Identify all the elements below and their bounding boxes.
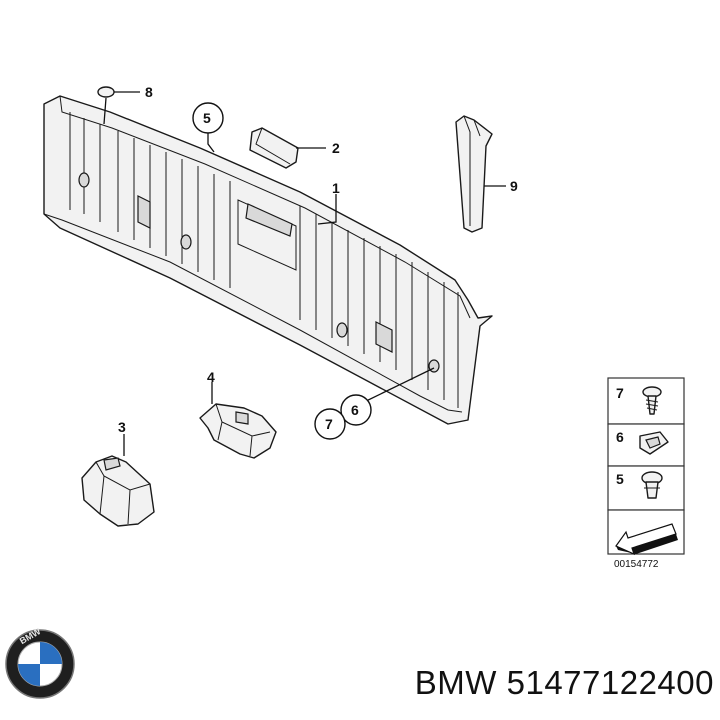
legend-row-grommet: 6 — [616, 429, 669, 455]
callout-9: 9 — [510, 178, 518, 194]
legend-row-screw: 7 — [616, 385, 662, 415]
callout-5: 5 — [192, 102, 224, 134]
leader-lines — [103, 91, 506, 456]
svg-text:9: 9 — [510, 178, 518, 194]
block-part-3 — [81, 455, 155, 527]
drawing-number: 00154772 — [614, 559, 659, 570]
svg-text:7: 7 — [616, 385, 624, 401]
fastener-legend: 7 6 5 00154772 — [607, 377, 685, 570]
grommet-icon — [639, 431, 669, 455]
svg-text:6: 6 — [351, 402, 359, 418]
callout-6: 6 — [340, 394, 372, 426]
part-number-caption: BMW 51477122400 — [372, 664, 714, 708]
bmw-logo: BMW — [5, 628, 75, 699]
svg-text:1: 1 — [332, 180, 340, 196]
svg-text:2: 2 — [332, 140, 340, 156]
callout-4: 4 — [207, 369, 215, 385]
callout-8: 8 — [145, 84, 153, 100]
clip-icon — [641, 471, 663, 499]
strip-part-9 — [455, 115, 493, 233]
svg-text:8: 8 — [145, 84, 153, 100]
callout-2: 2 — [332, 140, 340, 156]
screw-icon — [642, 386, 662, 415]
svg-text:4: 4 — [207, 369, 215, 385]
svg-text:5: 5 — [616, 471, 624, 487]
cap-part-8 — [97, 86, 115, 98]
trim-panel-part-1 — [43, 95, 493, 425]
part-number: 51477122400 — [506, 664, 714, 701]
brand-name: BMW — [414, 664, 497, 701]
svg-text:7: 7 — [325, 416, 333, 432]
direction-arrow-icon — [615, 523, 678, 556]
svg-text:5: 5 — [203, 110, 211, 126]
pad-part-2 — [249, 127, 299, 169]
svg-text:6: 6 — [616, 429, 624, 445]
legend-row-clip: 5 — [616, 471, 663, 499]
callout-3: 3 — [118, 419, 126, 435]
callout-7: 7 — [314, 408, 346, 440]
bracket-part-4 — [199, 403, 277, 459]
svg-text:3: 3 — [118, 419, 126, 435]
callout-1: 1 — [332, 180, 340, 196]
